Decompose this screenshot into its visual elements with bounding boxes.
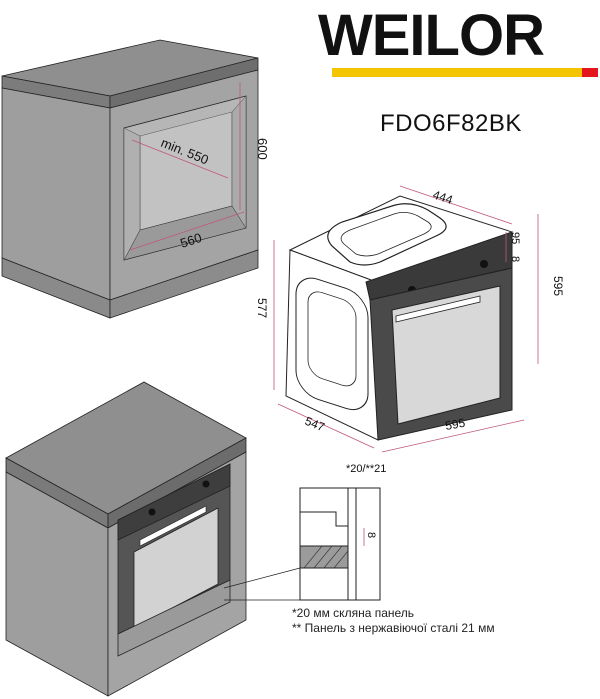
note-glass-panel: *20 мм скляна панель (292, 606, 415, 620)
installed-cabinet (5, 381, 247, 697)
oven-panel-dim-2: 95 (509, 232, 521, 244)
oven-front-height-label: 595 (551, 276, 565, 296)
oven-drawing (273, 185, 539, 453)
note-steel-panel: ** Панель з нержавіючої сталі 21 мм (292, 621, 495, 635)
niche-height-label: 600 (255, 138, 270, 160)
detail-gap-label: 8 (365, 532, 377, 538)
oven-top-depth-label: 444 (431, 188, 455, 208)
niche-cabinet (1, 39, 259, 319)
model-number: FDO6F82BK (380, 110, 522, 137)
detail-inset (299, 487, 381, 601)
oven-front-width-label: 595 (444, 416, 466, 433)
oven-body-depth-label: 547 (303, 414, 327, 435)
oven-body-height-label: 577 (255, 298, 269, 318)
brand-color-bar (332, 68, 598, 77)
oven-panel-thickness-label: *20/**21 (346, 463, 386, 475)
brand-name: WEILOR (318, 3, 545, 68)
niche-width-label: 560 (178, 230, 203, 251)
oven-panel-dim-1: 8 (509, 256, 521, 262)
brand-logo: WEILOR (318, 2, 600, 80)
